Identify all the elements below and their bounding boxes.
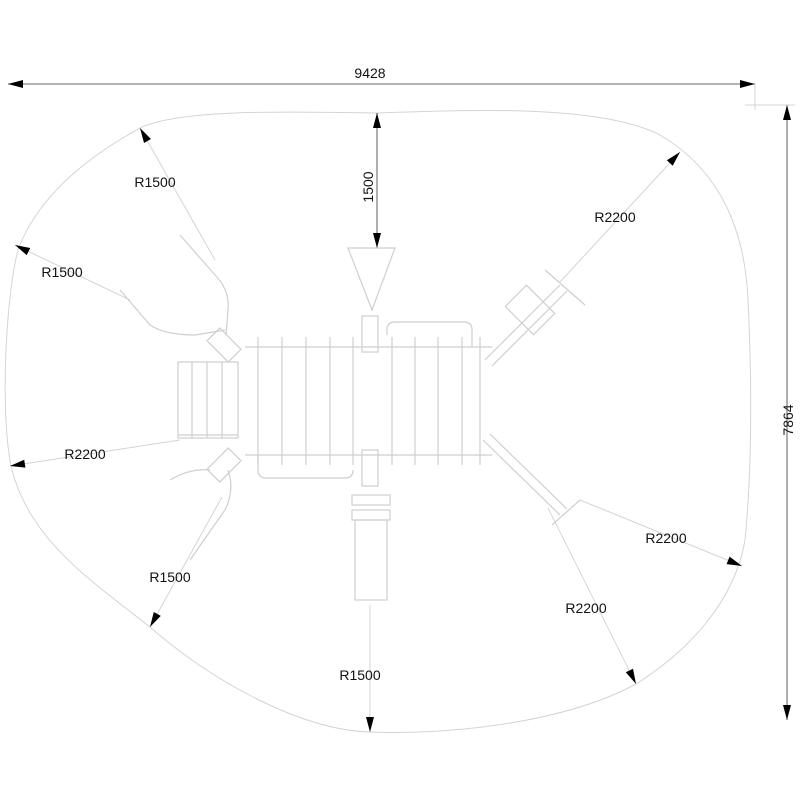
- height-dimension: 7864: [745, 104, 796, 720]
- arrow-icon: [8, 80, 23, 88]
- radius-left-upper: R1500: [14, 244, 131, 301]
- radius-label: R1500: [149, 569, 190, 585]
- arrow-icon: [726, 556, 742, 566]
- arrow-icon: [783, 705, 791, 720]
- clearance-label: 1500: [360, 171, 376, 202]
- arrow-icon: [140, 128, 151, 143]
- radius-bottom-left: R1500: [149, 496, 223, 628]
- arrow-icon: [150, 611, 161, 627]
- playground-structure: [119, 234, 586, 601]
- radius-bottom-right: R2200: [547, 507, 637, 685]
- height-label: 7864: [780, 404, 796, 435]
- arrow-icon: [15, 245, 31, 256]
- top-clearance-dimension: 1500: [360, 113, 381, 248]
- arrow-icon: [666, 152, 680, 166]
- radius-label: R1500: [339, 667, 380, 683]
- width-dimension: 9428: [8, 65, 756, 110]
- radius-top-right: R2200: [559, 151, 681, 283]
- arrow-icon: [783, 105, 791, 120]
- arrow-icon: [373, 233, 381, 248]
- arrow-icon: [625, 668, 636, 684]
- width-label: 9428: [354, 65, 385, 81]
- radius-label: R1500: [134, 174, 175, 190]
- arrow-icon: [373, 113, 381, 128]
- radius-label: R2200: [64, 446, 105, 462]
- radius-top-left: R1500: [134, 127, 216, 261]
- safety-zone-outline: [4, 109, 752, 733]
- radius-label: R1500: [41, 264, 82, 280]
- radius-label: R2200: [565, 600, 606, 616]
- radius-label: R2200: [645, 530, 686, 546]
- radius-left-lower: R2200: [9, 439, 181, 468]
- radius-bottom: R1500: [339, 605, 381, 732]
- arrow-icon: [740, 80, 755, 88]
- arrow-icon: [366, 717, 374, 732]
- radius-right: R2200: [579, 499, 743, 567]
- radius-label: R2200: [594, 209, 635, 225]
- arrow-icon: [10, 459, 26, 468]
